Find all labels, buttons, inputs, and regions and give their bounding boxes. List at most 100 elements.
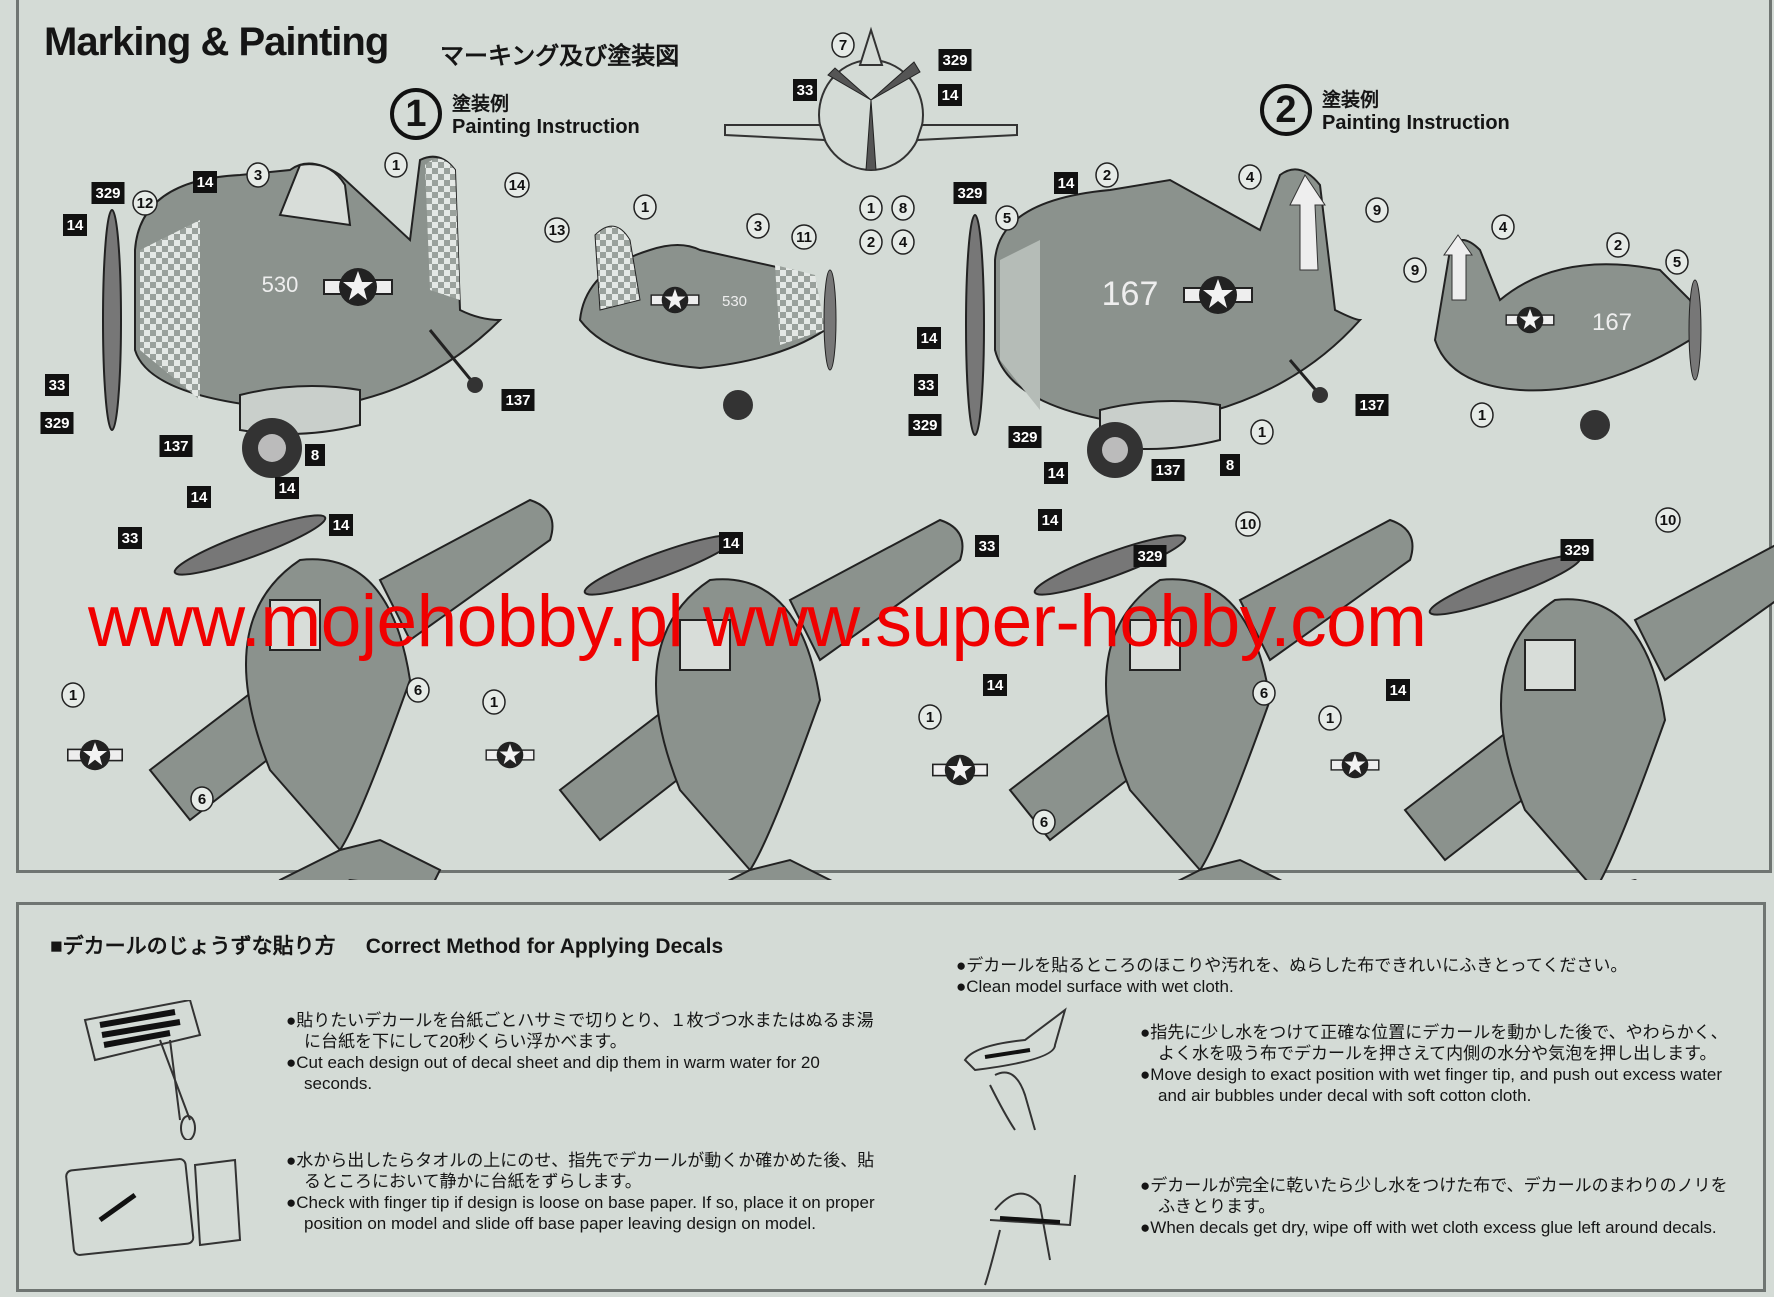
callout-marker	[1133, 545, 1167, 567]
paint-color-callout: 14	[917, 327, 941, 349]
callout-marker	[1403, 257, 1427, 283]
paint-color-callout: 329	[1133, 545, 1167, 567]
callout-marker	[1560, 539, 1594, 561]
side-view-scheme1-small: 530	[578, 225, 837, 420]
paint-color-callout: 8	[1220, 454, 1240, 476]
iso-view-3	[931, 519, 1414, 880]
decal-number-callout: 4	[891, 229, 915, 255]
paint-color-callout: 329	[953, 182, 987, 204]
heading-jp: ■デカールのじょうずな貼り方	[50, 935, 336, 958]
callout-label: 1	[1478, 407, 1486, 424]
callout-marker	[859, 229, 883, 255]
marking-painting-panel	[16, 0, 1772, 873]
decal-number-callout: 6	[1032, 809, 1056, 835]
callout-label: 6	[198, 791, 206, 808]
decal-number-callout: 1	[1250, 419, 1274, 445]
paint-color-callout: 329	[91, 182, 125, 204]
callout-marker	[995, 205, 1019, 231]
callout-label: 33	[797, 82, 814, 99]
callout-marker	[1032, 809, 1056, 835]
callout-marker	[384, 152, 408, 178]
callout-label: 14	[333, 517, 350, 534]
page-title-jp: マーキング及び塗装図	[440, 43, 680, 70]
callout-label: 8	[1226, 457, 1234, 474]
callout-label: 5	[1673, 254, 1681, 271]
callout-marker	[501, 389, 535, 411]
callout-label: 3	[754, 218, 762, 235]
callout-marker	[275, 477, 299, 499]
step-text-en: Move desigh to exact position with wet f…	[1140, 1064, 1740, 1106]
top-view-aircraft	[724, 26, 1018, 171]
callout-marker	[91, 182, 125, 204]
scheme-label-jp: 塗装例	[452, 94, 510, 115]
callout-marker	[891, 229, 915, 255]
callout-label: 14	[921, 330, 938, 347]
side-view-scheme1: 530	[102, 155, 503, 478]
callout-marker	[190, 786, 214, 812]
callout-label: 6	[414, 682, 422, 699]
decal-step-1: 貼りたいデカールを台紙ごとハサミで切りとり、１枚づつ水またはぬるま湯に台紙を下に…	[286, 1010, 876, 1094]
callout-marker	[132, 190, 158, 216]
paint-color-callout: 14	[187, 486, 211, 508]
aircraft-number: 167	[1102, 275, 1159, 313]
callout-marker	[917, 327, 941, 349]
callout-label: 1	[392, 157, 400, 174]
decal-number-callout: 5	[1665, 249, 1689, 275]
callout-label: 9	[1411, 262, 1419, 279]
callout-label: 14	[1058, 175, 1075, 192]
callout-label: 2	[867, 234, 875, 251]
paint-color-callout: 33	[914, 374, 938, 396]
callout-label: 33	[979, 538, 996, 555]
decal-number-callout: 2	[1606, 232, 1630, 258]
callout-label: 2	[1614, 237, 1622, 254]
callout-label: 14	[67, 217, 84, 234]
decal-number-callout: 13	[544, 217, 570, 243]
decal-number-callout: 4	[1491, 214, 1515, 240]
callout-marker	[719, 532, 743, 554]
paint-color-callout: 14	[329, 514, 353, 536]
decal-number-callout: 6	[190, 786, 214, 812]
callout-label: 329	[44, 415, 69, 432]
callout-marker	[918, 704, 942, 730]
paint-color-callout: 14	[938, 84, 962, 106]
decal-number-callout: 1	[384, 152, 408, 178]
callout-marker	[1238, 164, 1262, 190]
airplane-hand-illustration	[984, 1174, 1076, 1286]
callout-marker	[1491, 214, 1515, 240]
callout-label: 1	[1258, 424, 1266, 441]
decal-step-3: デカールを貼るところのほこりや汚れを、ぬらした布できれいにふきとってください。 …	[956, 955, 1736, 997]
callout-label: 329	[95, 185, 120, 202]
callout-label: 33	[918, 377, 935, 394]
callout-marker	[1665, 249, 1689, 275]
callout-marker	[118, 527, 142, 549]
callout-label: 13	[549, 222, 566, 239]
callout-marker	[1044, 462, 1068, 484]
callout-marker	[187, 486, 211, 508]
paint-color-callout: 33	[45, 374, 69, 396]
scheme-label-jp: 塗装例	[1322, 90, 1380, 111]
decal-number-callout: 4	[1238, 164, 1262, 190]
callout-marker	[908, 414, 942, 436]
callout-label: 329	[1012, 429, 1037, 446]
callout-marker	[1318, 705, 1342, 731]
decal-number-callout: 3	[746, 213, 770, 239]
callout-label: 9	[1373, 202, 1381, 219]
callout-label: 4	[1499, 219, 1508, 236]
callout-label: 10	[1240, 516, 1257, 533]
callout-label: 11	[796, 229, 812, 246]
paint-color-callout: 329	[1008, 426, 1042, 448]
callout-marker	[305, 444, 325, 466]
callout-marker	[159, 435, 193, 457]
paint-color-callout: 137	[1355, 394, 1389, 416]
iso-view-1	[67, 499, 554, 880]
callout-label: 1	[641, 199, 649, 216]
heading-en: Correct Method for Applying Decals	[365, 935, 724, 958]
callout-label: 1	[69, 687, 77, 704]
paint-color-callout: 8	[305, 444, 325, 466]
callout-marker	[1655, 507, 1681, 533]
paint-color-callout: 14	[983, 674, 1007, 696]
callout-marker	[859, 195, 883, 221]
paint-color-callout: 329	[908, 414, 942, 436]
paint-color-callout: 33	[975, 535, 999, 557]
decal-number-callout: 2	[1095, 162, 1119, 188]
